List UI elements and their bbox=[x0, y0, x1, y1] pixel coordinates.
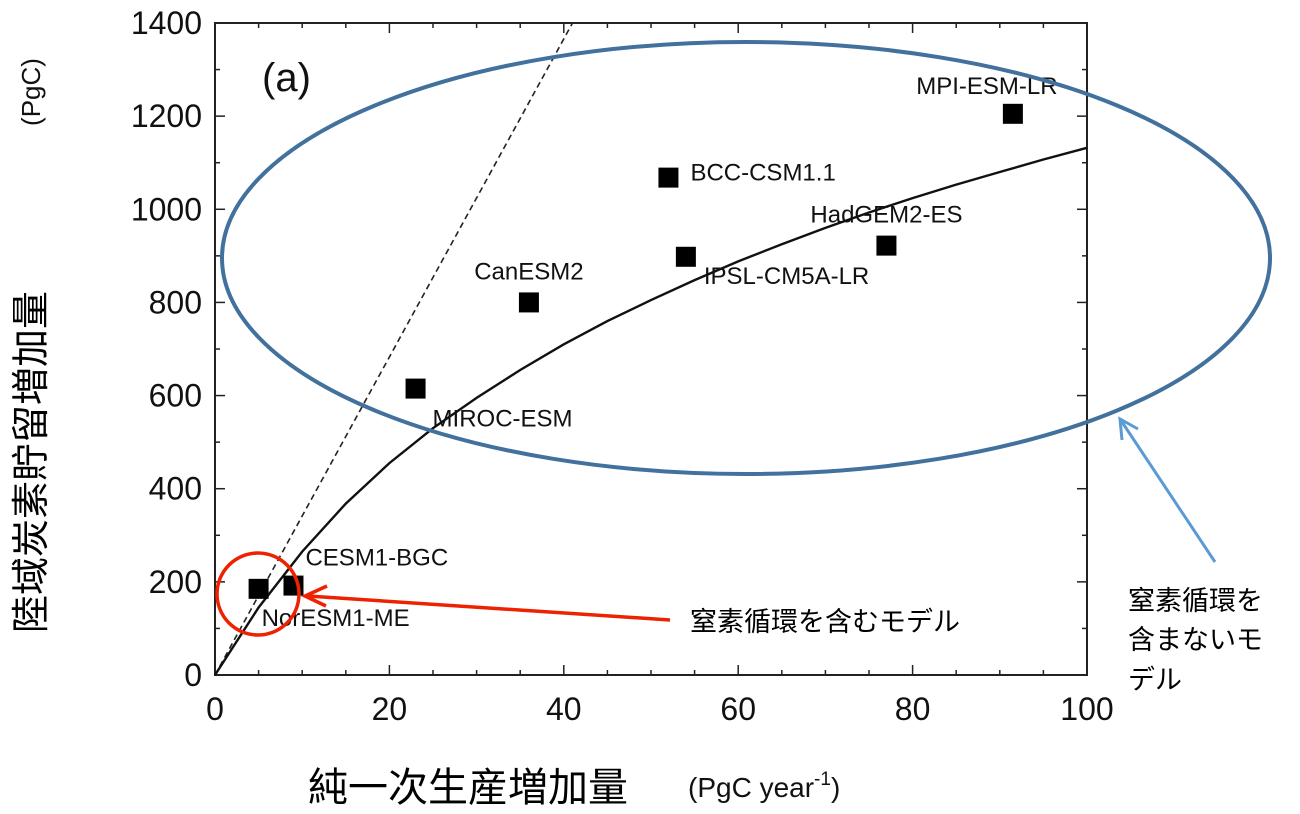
x-axis-unit-sup: -1 bbox=[814, 769, 831, 790]
fit-curve bbox=[213, 146, 1088, 676]
no-nitrogen-annotation-line2: 含まないモ bbox=[1128, 625, 1263, 656]
point-label: BCC-CSM1.1 bbox=[690, 160, 835, 187]
tick-marks bbox=[214, 22, 1088, 676]
no-nitrogen-arrow-line bbox=[1120, 421, 1217, 563]
plot-frame bbox=[214, 22, 1088, 676]
x-tick-label: 60 bbox=[720, 691, 756, 727]
y-axis-label: 陸域炭素貯留増加量 bbox=[9, 291, 53, 633]
data-points bbox=[248, 103, 1023, 599]
y-tick-label: 600 bbox=[149, 378, 202, 414]
x-axis-unit: (PgC year-1) bbox=[688, 769, 840, 803]
y-tick-labels: 0 200 400 600 800 1000 1200 1400 bbox=[131, 5, 202, 693]
point-label: IPSL-CM5A-LR bbox=[704, 263, 869, 290]
y-tick-label: 800 bbox=[149, 284, 202, 320]
nitrogen-group-ellipse bbox=[215, 551, 301, 637]
data-point bbox=[658, 167, 679, 188]
x-axis-unit-main: (PgC year bbox=[688, 772, 814, 803]
x-tick-label: 100 bbox=[1060, 691, 1113, 727]
data-point bbox=[675, 246, 696, 267]
x-tick-label: 0 bbox=[206, 691, 224, 727]
reference-dashed-line bbox=[214, 22, 574, 676]
y-tick-label: 1000 bbox=[131, 191, 202, 227]
data-point bbox=[518, 292, 539, 313]
no-nitrogen-group-ellipse bbox=[220, 40, 1272, 476]
no-nitrogen-arrow-head bbox=[1118, 416, 1139, 441]
panel-label: (a) bbox=[262, 56, 311, 100]
nitrogen-arrow-line bbox=[307, 594, 671, 622]
no-nitrogen-annotation-line3: デル bbox=[1128, 665, 1182, 696]
y-tick-label: 200 bbox=[149, 564, 202, 600]
no-nitrogen-annotation-line1: 窒素循環を bbox=[1128, 586, 1263, 617]
point-labels: NorESM1-ME CESM1-BGC MIROC-ESM CanESM2 BCC-C… bbox=[262, 73, 1058, 632]
point-label: CanESM2 bbox=[474, 258, 583, 285]
y-tick-label: 1400 bbox=[131, 5, 202, 41]
point-label: MIROC-ESM bbox=[433, 406, 573, 433]
x-axis-unit-close: ) bbox=[831, 772, 840, 803]
data-point bbox=[248, 578, 269, 599]
y-tick-label: 0 bbox=[184, 657, 202, 693]
x-tick-label: 80 bbox=[895, 691, 931, 727]
y-tick-label: 400 bbox=[149, 471, 202, 507]
data-point bbox=[405, 378, 426, 399]
y-tick-label: 1200 bbox=[131, 98, 202, 134]
y-axis-unit: (PgC) bbox=[16, 58, 46, 126]
point-label: HadGEM2-ES bbox=[810, 202, 962, 229]
data-point bbox=[1002, 103, 1023, 124]
nitrogen-arrow-head bbox=[300, 584, 328, 608]
point-label: NorESM1-ME bbox=[262, 605, 410, 632]
x-tick-label: 40 bbox=[546, 691, 582, 727]
point-label: CESM1-BGC bbox=[305, 545, 448, 572]
y-axis-unit-group: (PgC) bbox=[16, 58, 46, 126]
data-point bbox=[876, 235, 897, 256]
y-axis-label-group: 陸域炭素貯留増加量 bbox=[9, 291, 53, 633]
x-tick-label: 20 bbox=[372, 691, 408, 727]
nitrogen-annotation: 窒素循環を含むモデル bbox=[690, 607, 960, 638]
x-tick-labels: 0 20 40 60 80 100 bbox=[206, 691, 1114, 727]
x-axis-label: 純一次生産増加量 bbox=[308, 765, 628, 811]
